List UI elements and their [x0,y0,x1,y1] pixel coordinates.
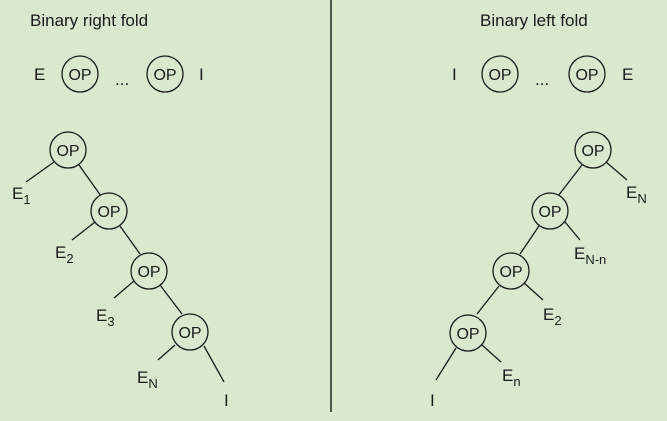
left-fold-leaf: I [430,391,435,410]
right-fold-formula-init: E [34,65,45,84]
right-fold-formula-last: I [199,65,204,84]
right-fold-tree-op [130,252,168,290]
left-fold-tree-edges [435,161,628,381]
right-fold-tree-op-label: OP [137,264,160,281]
right-fold-leaf: EN [137,368,158,391]
left-fold-tree-op [574,131,612,169]
left-fold-tree-op [492,252,530,290]
right-fold-leaf: E2 [55,243,74,266]
edge [113,280,135,299]
left-fold-tree-op [449,314,487,352]
edge [78,164,102,197]
left-fold-formula-op2: OP [575,67,598,84]
right-fold-tree-op-label: OP [97,204,120,221]
edge [119,225,141,255]
left-fold-formula-op1: OP [488,67,511,84]
right-fold-formula-op1: OP [68,67,91,84]
left-fold-title: Binary left fold [480,11,588,30]
left-fold-tree-op-label: OP [581,143,604,160]
right-fold-tree-edges [25,161,225,383]
left-fold-leaf: EN [626,183,647,206]
edge [25,161,55,183]
right-fold-formula-op2: OP [153,67,176,84]
left-fold-formula-ellipsis: ... [535,70,549,89]
edge [159,284,183,315]
edge [481,344,502,363]
left-fold-tree-op-label: OP [538,204,561,221]
left-fold-tree-op-label: OP [499,264,522,281]
edge [522,281,544,301]
left-fold-tree-op-label: OP [456,326,479,343]
left-fold-leaf: EN-n [574,244,606,267]
edge [564,221,581,241]
left-fold-leaf: En [502,366,521,389]
left-fold-tree-op [531,192,569,230]
edge [476,285,500,315]
edge [605,161,628,181]
right-fold-leaf: E1 [12,184,31,207]
edge [557,164,583,197]
left-fold-formula-last: E [622,65,633,84]
left-fold-formula-op1-circle [481,55,519,93]
edge [519,225,540,255]
right-fold-tree-op [171,313,209,351]
right-fold-tree-op [90,192,128,230]
edge [435,347,457,381]
right-fold-title: Binary right fold [30,11,148,30]
left-fold-formula-op2-circle [568,55,606,93]
edge [157,344,176,361]
right-fold-formula-ellipsis: ... [115,70,129,89]
left-fold-leaf: E2 [543,305,562,328]
edge [203,345,225,383]
right-fold-formula-op1-circle [61,55,99,93]
right-fold-formula-op2-circle [146,55,184,93]
right-fold-leaf: I [224,391,229,410]
right-fold-tree-op-label: OP [178,325,201,342]
right-fold-tree-op-label: OP [56,143,79,160]
right-fold-leaf: E3 [96,306,115,329]
right-fold-tree-op [49,131,87,169]
edge [71,221,96,241]
left-fold-formula-init: I [452,65,457,84]
